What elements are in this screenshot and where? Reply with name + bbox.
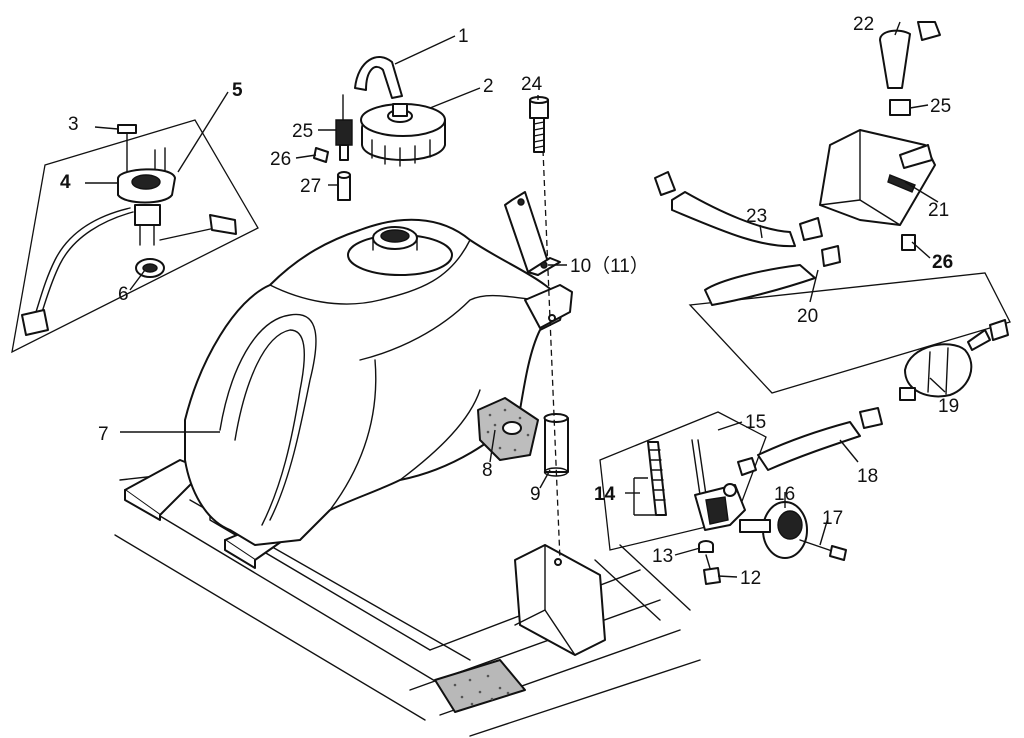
callout-13: 13 — [652, 546, 673, 567]
frame-mount-bracket — [514, 544, 606, 656]
fuel-sender-frame — [11, 119, 259, 354]
cap-check-valve — [295, 94, 353, 201]
fuel-cap — [360, 103, 446, 167]
callout-8: 8 — [482, 460, 493, 481]
petcock-screen-14 — [647, 441, 667, 516]
bracket-10 — [504, 191, 561, 276]
fuel-filter-19 — [899, 319, 1009, 401]
callout-3: 3 — [68, 114, 79, 135]
fuel-tank — [184, 218, 573, 546]
washer-13 — [698, 540, 714, 553]
fuel-hose-18 — [757, 407, 883, 471]
callout-19: 19 — [938, 396, 959, 417]
callout-25-right: 25 — [930, 96, 951, 117]
fuel-filter-frame — [688, 272, 1011, 394]
bolt-12 — [703, 554, 721, 585]
fuel-hose-20 — [704, 245, 841, 306]
petcock-frame — [599, 411, 767, 551]
callout-14: 14 — [594, 484, 616, 505]
breather-hose — [354, 56, 403, 99]
callout-10: 10（11） — [570, 255, 649, 277]
fuel-hose-23 — [654, 171, 823, 248]
callouts: 1 2 3 4 5 6 7 8 9 10（11） 12 13 14 15 16 … — [60, 14, 959, 589]
rubber-mount-block — [477, 397, 539, 461]
callout-1: 1 — [458, 26, 469, 47]
callout-18: 18 — [857, 466, 878, 487]
bolt-24 — [529, 96, 561, 561]
valve-knob-16 — [739, 501, 808, 559]
callout-26-left: 26 — [270, 149, 291, 170]
fuel-sender-unit — [21, 124, 237, 336]
hose-22 — [879, 21, 941, 116]
callout-16: 16 — [774, 484, 795, 505]
callout-7: 7 — [98, 424, 109, 445]
callout-20: 20 — [797, 306, 818, 327]
callout-27: 27 — [300, 176, 321, 197]
callout-17: 17 — [822, 508, 843, 529]
callout-24: 24 — [521, 74, 543, 95]
leader-lines — [85, 21, 946, 578]
callout-15: 15 — [745, 412, 766, 433]
vacuum-valve — [819, 129, 936, 251]
callout-2: 2 — [483, 76, 494, 97]
collar-sleeve — [543, 413, 569, 477]
callout-12: 12 — [740, 568, 761, 589]
callout-5: 5 — [232, 80, 243, 101]
callout-21: 21 — [928, 200, 949, 221]
petcock-15 — [691, 439, 757, 531]
callout-6: 6 — [118, 284, 129, 305]
callout-25-left: 25 — [292, 121, 313, 142]
callout-9: 9 — [530, 484, 541, 505]
frame-rails — [114, 469, 701, 737]
callout-22: 22 — [853, 14, 874, 35]
frame-plate-textured — [434, 659, 526, 713]
screw-17 — [799, 539, 847, 561]
callout-23: 23 — [746, 206, 767, 227]
callout-4: 4 — [60, 172, 71, 193]
callout-26-right: 26 — [932, 252, 953, 273]
